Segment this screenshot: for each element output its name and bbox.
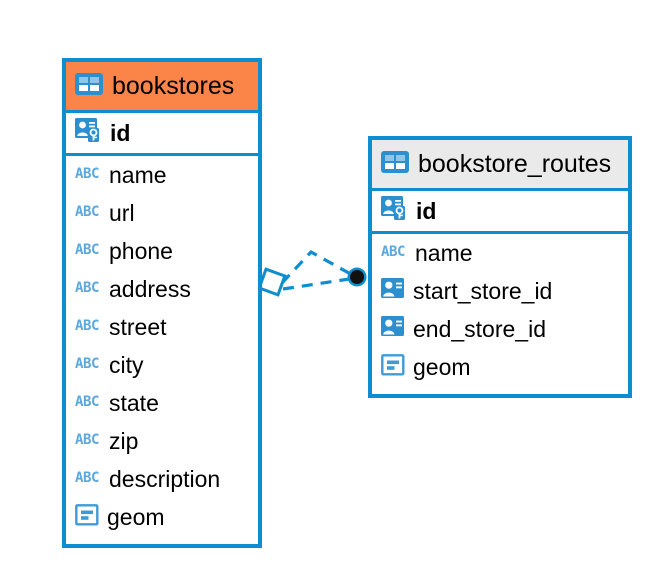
- field-label: street: [109, 313, 167, 340]
- primary-key-icon: [381, 196, 408, 226]
- foreign-key-icon: [381, 316, 405, 342]
- field-label: geom: [107, 503, 165, 530]
- field-row-id[interactable]: id: [66, 110, 258, 156]
- svg-text:ABC: ABC: [75, 166, 99, 180]
- field-label: geom: [413, 353, 471, 380]
- abc-text-icon: ABC: [75, 432, 101, 451]
- entity-header-bookstores[interactable]: bookstores: [66, 62, 258, 110]
- field-row-name[interactable]: ABC name: [372, 234, 628, 272]
- abc-text-icon: ABC: [75, 356, 101, 375]
- svg-text:ABC: ABC: [75, 242, 99, 256]
- relationship-line-lower: [282, 276, 357, 291]
- field-row-state[interactable]: ABC state: [66, 384, 258, 422]
- svg-text:ABC: ABC: [75, 470, 99, 484]
- field-label: start_store_id: [413, 277, 553, 304]
- abc-text-icon: ABC: [75, 204, 101, 223]
- field-label: end_store_id: [413, 315, 546, 342]
- abc-text-icon: ABC: [381, 244, 407, 263]
- field-label: zip: [109, 427, 139, 454]
- field-row-geom[interactable]: geom: [372, 348, 628, 386]
- entity-title: bookstore_routes: [418, 149, 612, 178]
- abc-text-icon: ABC: [75, 394, 101, 413]
- svg-text:ABC: ABC: [75, 318, 99, 332]
- entity-table-bookstore-routes[interactable]: bookstore_routes id: [368, 136, 632, 398]
- entity-title: bookstores: [112, 71, 235, 100]
- entity-header-bookstore-routes[interactable]: bookstore_routes: [372, 140, 628, 188]
- geometry-icon: [381, 353, 405, 381]
- field-label: address: [109, 275, 191, 302]
- svg-text:ABC: ABC: [381, 244, 405, 258]
- field-label: description: [109, 465, 221, 492]
- open-square-marker: [257, 267, 287, 297]
- field-label: id: [110, 119, 131, 146]
- field-row-name[interactable]: ABC name: [66, 156, 258, 194]
- primary-key-icon: [75, 118, 102, 148]
- abc-text-icon: ABC: [75, 318, 101, 337]
- svg-text:ABC: ABC: [75, 356, 99, 370]
- field-label: id: [416, 197, 437, 224]
- field-label: phone: [109, 237, 173, 264]
- geometry-icon: [75, 503, 99, 531]
- svg-text:ABC: ABC: [75, 204, 99, 218]
- field-row-address[interactable]: ABC address: [66, 270, 258, 308]
- svg-text:ABC: ABC: [75, 280, 99, 294]
- abc-text-icon: ABC: [75, 242, 101, 261]
- field-row-end-store-id[interactable]: end_store_id: [372, 310, 628, 348]
- field-row-id[interactable]: id: [372, 188, 628, 234]
- field-row-description[interactable]: ABC description: [66, 460, 258, 498]
- relationship-line-upper: [280, 249, 357, 285]
- field-label: state: [109, 389, 159, 416]
- field-label: url: [109, 199, 135, 226]
- svg-text:ABC: ABC: [75, 432, 99, 446]
- abc-text-icon: ABC: [75, 166, 101, 185]
- field-label: city: [109, 351, 144, 378]
- field-row-start-store-id[interactable]: start_store_id: [372, 272, 628, 310]
- field-row-zip[interactable]: ABC zip: [66, 422, 258, 460]
- table-icon: [75, 72, 103, 100]
- field-label: name: [415, 239, 473, 266]
- field-row-city[interactable]: ABC city: [66, 346, 258, 384]
- filled-circle-marker: [347, 267, 367, 287]
- svg-text:ABC: ABC: [75, 394, 99, 408]
- entity-table-bookstores[interactable]: bookstores id: [62, 58, 262, 548]
- field-label: name: [109, 161, 167, 188]
- field-row-street[interactable]: ABC street: [66, 308, 258, 346]
- field-row-geom[interactable]: geom: [66, 498, 258, 536]
- field-row-url[interactable]: ABC url: [66, 194, 258, 232]
- abc-text-icon: ABC: [75, 280, 101, 299]
- foreign-key-icon: [381, 278, 405, 304]
- table-icon: [381, 150, 409, 178]
- abc-text-icon: ABC: [75, 470, 101, 489]
- field-row-phone[interactable]: ABC phone: [66, 232, 258, 270]
